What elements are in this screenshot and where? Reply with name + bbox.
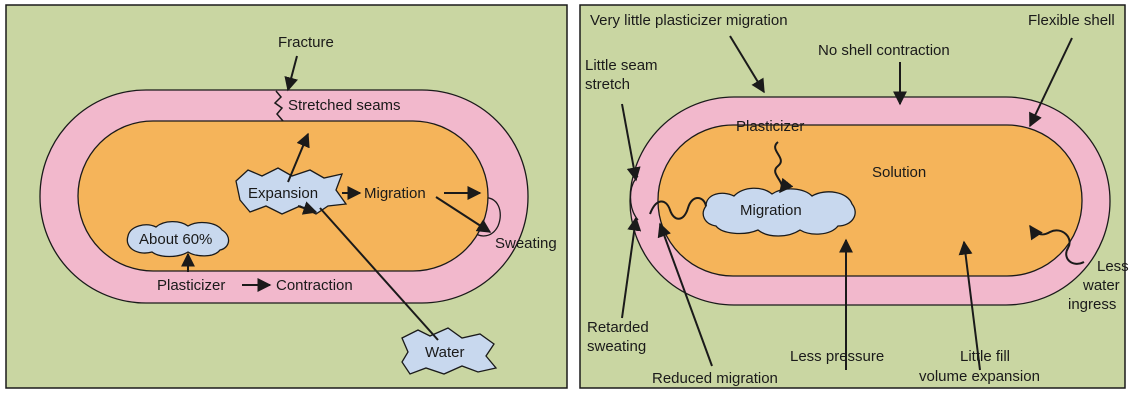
fracture-label: Fracture	[278, 34, 334, 51]
contraction-label: Contraction	[276, 277, 353, 294]
migration-label-right: Migration	[740, 202, 802, 219]
little-seam-label-line1: Little seam	[585, 57, 658, 74]
flexible-shell-label: Flexible shell	[1028, 12, 1115, 29]
less-water-label-line3: ingress	[1068, 296, 1116, 313]
expansion-label: Expansion	[248, 185, 318, 202]
right-panel: Very little plasticizer migration Flexib…	[580, 5, 1129, 388]
no-shell-contraction-label: No shell contraction	[818, 42, 950, 59]
about-60-label: About 60%	[139, 231, 212, 248]
migration-label-left: Migration	[364, 185, 426, 202]
less-water-label-line1: Less	[1097, 258, 1129, 275]
solution-label: Solution	[872, 164, 926, 181]
water-label: Water	[425, 344, 464, 361]
retarded-sweating-label-line2: sweating	[587, 338, 646, 355]
less-water-label-line2: water	[1082, 277, 1120, 294]
stretched-seams-label: Stretched seams	[288, 97, 401, 114]
little-seam-label-line2: stretch	[585, 76, 630, 93]
sweating-label: Sweating	[495, 235, 557, 252]
little-fill-label-line2: volume expansion	[919, 368, 1040, 385]
less-pressure-label: Less pressure	[790, 348, 884, 365]
reduced-migration-label: Reduced migration	[652, 370, 778, 387]
retarded-sweating-label-line1: Retarded	[587, 319, 649, 336]
left-panel: Fracture Stretched seams Expansion Migra…	[6, 5, 567, 388]
very-little-migration-label: Very little plasticizer migration	[590, 12, 788, 29]
little-fill-label-line1: Little fill	[960, 348, 1010, 365]
plasticizer-label-right: Plasticizer	[736, 118, 804, 135]
plasticizer-label-left: Plasticizer	[157, 277, 225, 294]
